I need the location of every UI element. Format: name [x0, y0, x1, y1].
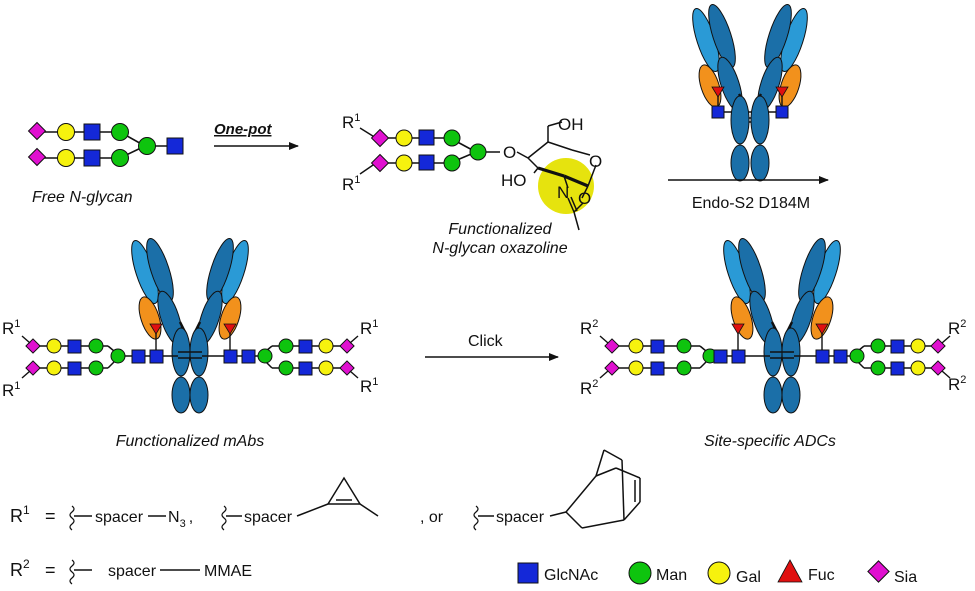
adc-r-topright: R2 [948, 318, 966, 338]
antibody-top [692, 3, 808, 182]
legend-item-man: Man [628, 561, 687, 585]
legend-item-fuc: Fuc [777, 559, 835, 584]
gal-circle-icon [707, 561, 731, 585]
r1-spacer-3: spacer [496, 509, 545, 526]
enzyme-label: Endo-S2 D184M [692, 195, 810, 212]
mab-left-structure [21, 237, 359, 414]
mabs-label: Functionalized mAbs [116, 433, 265, 450]
man-circle-icon [628, 561, 652, 585]
wavy-bond [69, 505, 75, 531]
oxazoline-ho-left: HO [501, 171, 527, 190]
oxazoline-oh-top: OH [558, 115, 584, 134]
oxazoline-r-bottom: R1 [342, 174, 360, 194]
r2-equals: = [45, 560, 56, 580]
cyclopropene-ring [326, 476, 362, 505]
legend: GlcNAc Man Gal Fuc Sia [517, 559, 917, 586]
mab-r-bottomright: R1 [360, 376, 378, 396]
r1-symbol: R1 [10, 503, 30, 526]
adc-r-bottomright: R2 [948, 374, 966, 394]
oxazoline-glycan-structure [359, 127, 500, 175]
r1-spacer-1: spacer [95, 509, 144, 526]
oxazoline-r-top: R1 [342, 112, 360, 132]
click-label: Click [468, 333, 504, 350]
r2-definition: R2 = spacer MMAE [10, 557, 252, 585]
oxazoline-n-atom: N [557, 183, 569, 202]
adc-r-bottomleft: R2 [580, 378, 598, 398]
mab-r-topright: R1 [360, 318, 378, 338]
r1-or: , or [420, 509, 444, 526]
oxazoline-o-ring: O [589, 152, 602, 171]
oxazoline-label-line1: Functionalized [448, 221, 552, 238]
legend-item-glcnac: GlcNAc [517, 562, 598, 584]
legend-item-sia: Sia [867, 560, 917, 586]
glcnac-square-icon [517, 562, 539, 584]
adc-r-topleft: R2 [580, 318, 598, 338]
cyclopropene-bond [296, 503, 329, 517]
mab-r-bottomleft: R1 [2, 380, 20, 400]
mab-r-topleft: R1 [2, 318, 20, 338]
one-pot-label: One-pot [214, 121, 272, 138]
free-glycan-structure [27, 121, 184, 167]
adc-structure [599, 237, 951, 414]
oxazoline-o-link: O [503, 143, 516, 162]
legend-item-gal: Gal [707, 561, 761, 586]
legend-label-man: Man [656, 567, 687, 584]
oxazoline-label-line2: N-glycan oxazoline [432, 240, 567, 257]
norbornene-ring [549, 449, 641, 529]
r2-mmae: MMAE [204, 563, 252, 580]
free-glycan-label: Free N-glycan [32, 189, 133, 206]
r1-equals: = [45, 506, 56, 526]
r1-spacer-2: spacer [244, 509, 293, 526]
legend-label-gal: Gal [736, 569, 761, 586]
legend-label-glcnac: GlcNAc [544, 567, 598, 584]
oxazoline-o-ring2: O [578, 189, 591, 208]
r1-definition: R1 = spacer N3, spacer , or spacer [10, 449, 641, 531]
r1-azide: N3, [168, 509, 193, 530]
legend-label-fuc: Fuc [808, 567, 835, 584]
oxazoline-sugar-ring [516, 121, 597, 231]
fuc-triangle-icon [777, 559, 803, 583]
sia-diamond-icon [867, 560, 890, 583]
r2-symbol: R2 [10, 557, 30, 580]
legend-label-sia: Sia [894, 569, 917, 586]
r2-spacer: spacer [108, 563, 157, 580]
adcs-label: Site-specific ADCs [704, 433, 836, 450]
